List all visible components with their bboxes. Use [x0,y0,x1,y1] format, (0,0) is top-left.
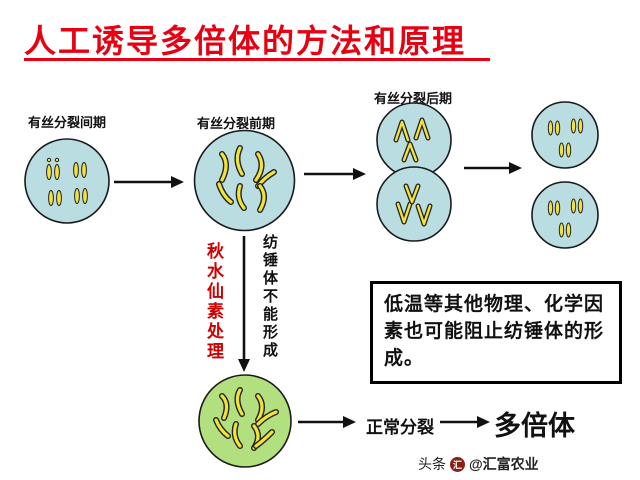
arrow-colchicine-treatment [238,236,250,372]
chromosomes [213,387,279,451]
watermark-prefix: 头条 [418,456,446,472]
daughter-cell-top [531,101,599,169]
label-spindle-not-formed: 纺锤体不能形成 [261,234,278,360]
arrow-to-polyploid [440,416,490,428]
chromosomes [547,198,584,238]
page-title: 人工诱导多倍体的方法和原理 [24,23,467,59]
label-prophase: 有丝分裂前期 [197,116,276,131]
chromosomes [216,145,277,213]
arrow-interphase-to-prophase [114,176,184,188]
arrow-anaphase-to-daughters [464,162,522,174]
interphase-cell-diagram [24,138,110,224]
chromosomes [547,118,584,158]
watermark: 头条 汇 @汇富农业 [418,454,539,474]
label-colchicine-treatment: 秋水仙素处理 [204,242,223,362]
label-polyploid: 多倍体 [494,411,575,441]
label-normal-division: 正常分裂 [366,418,434,437]
title-underline [24,58,490,61]
anaphase-cell-diagram [376,102,452,242]
note-box: 低温等其他物理、化学因素也可能阻止纺锤体的形成。 [370,281,622,384]
watermark-handle: @汇富农业 [469,456,539,472]
daughter-cell-bottom [531,181,599,249]
arrow-prophase-to-anaphase [304,168,366,180]
watermark-avatar-icon: 汇 [450,456,465,472]
prophase-cell-diagram [193,129,296,232]
chromosomes [46,157,88,206]
tetraploid-cell-diagram [198,374,292,468]
label-interphase: 有丝分裂间期 [28,115,107,130]
label-anaphase: 有丝分裂后期 [374,91,453,106]
arrow-to-normal-division [298,416,356,428]
chromosomes [393,117,433,227]
